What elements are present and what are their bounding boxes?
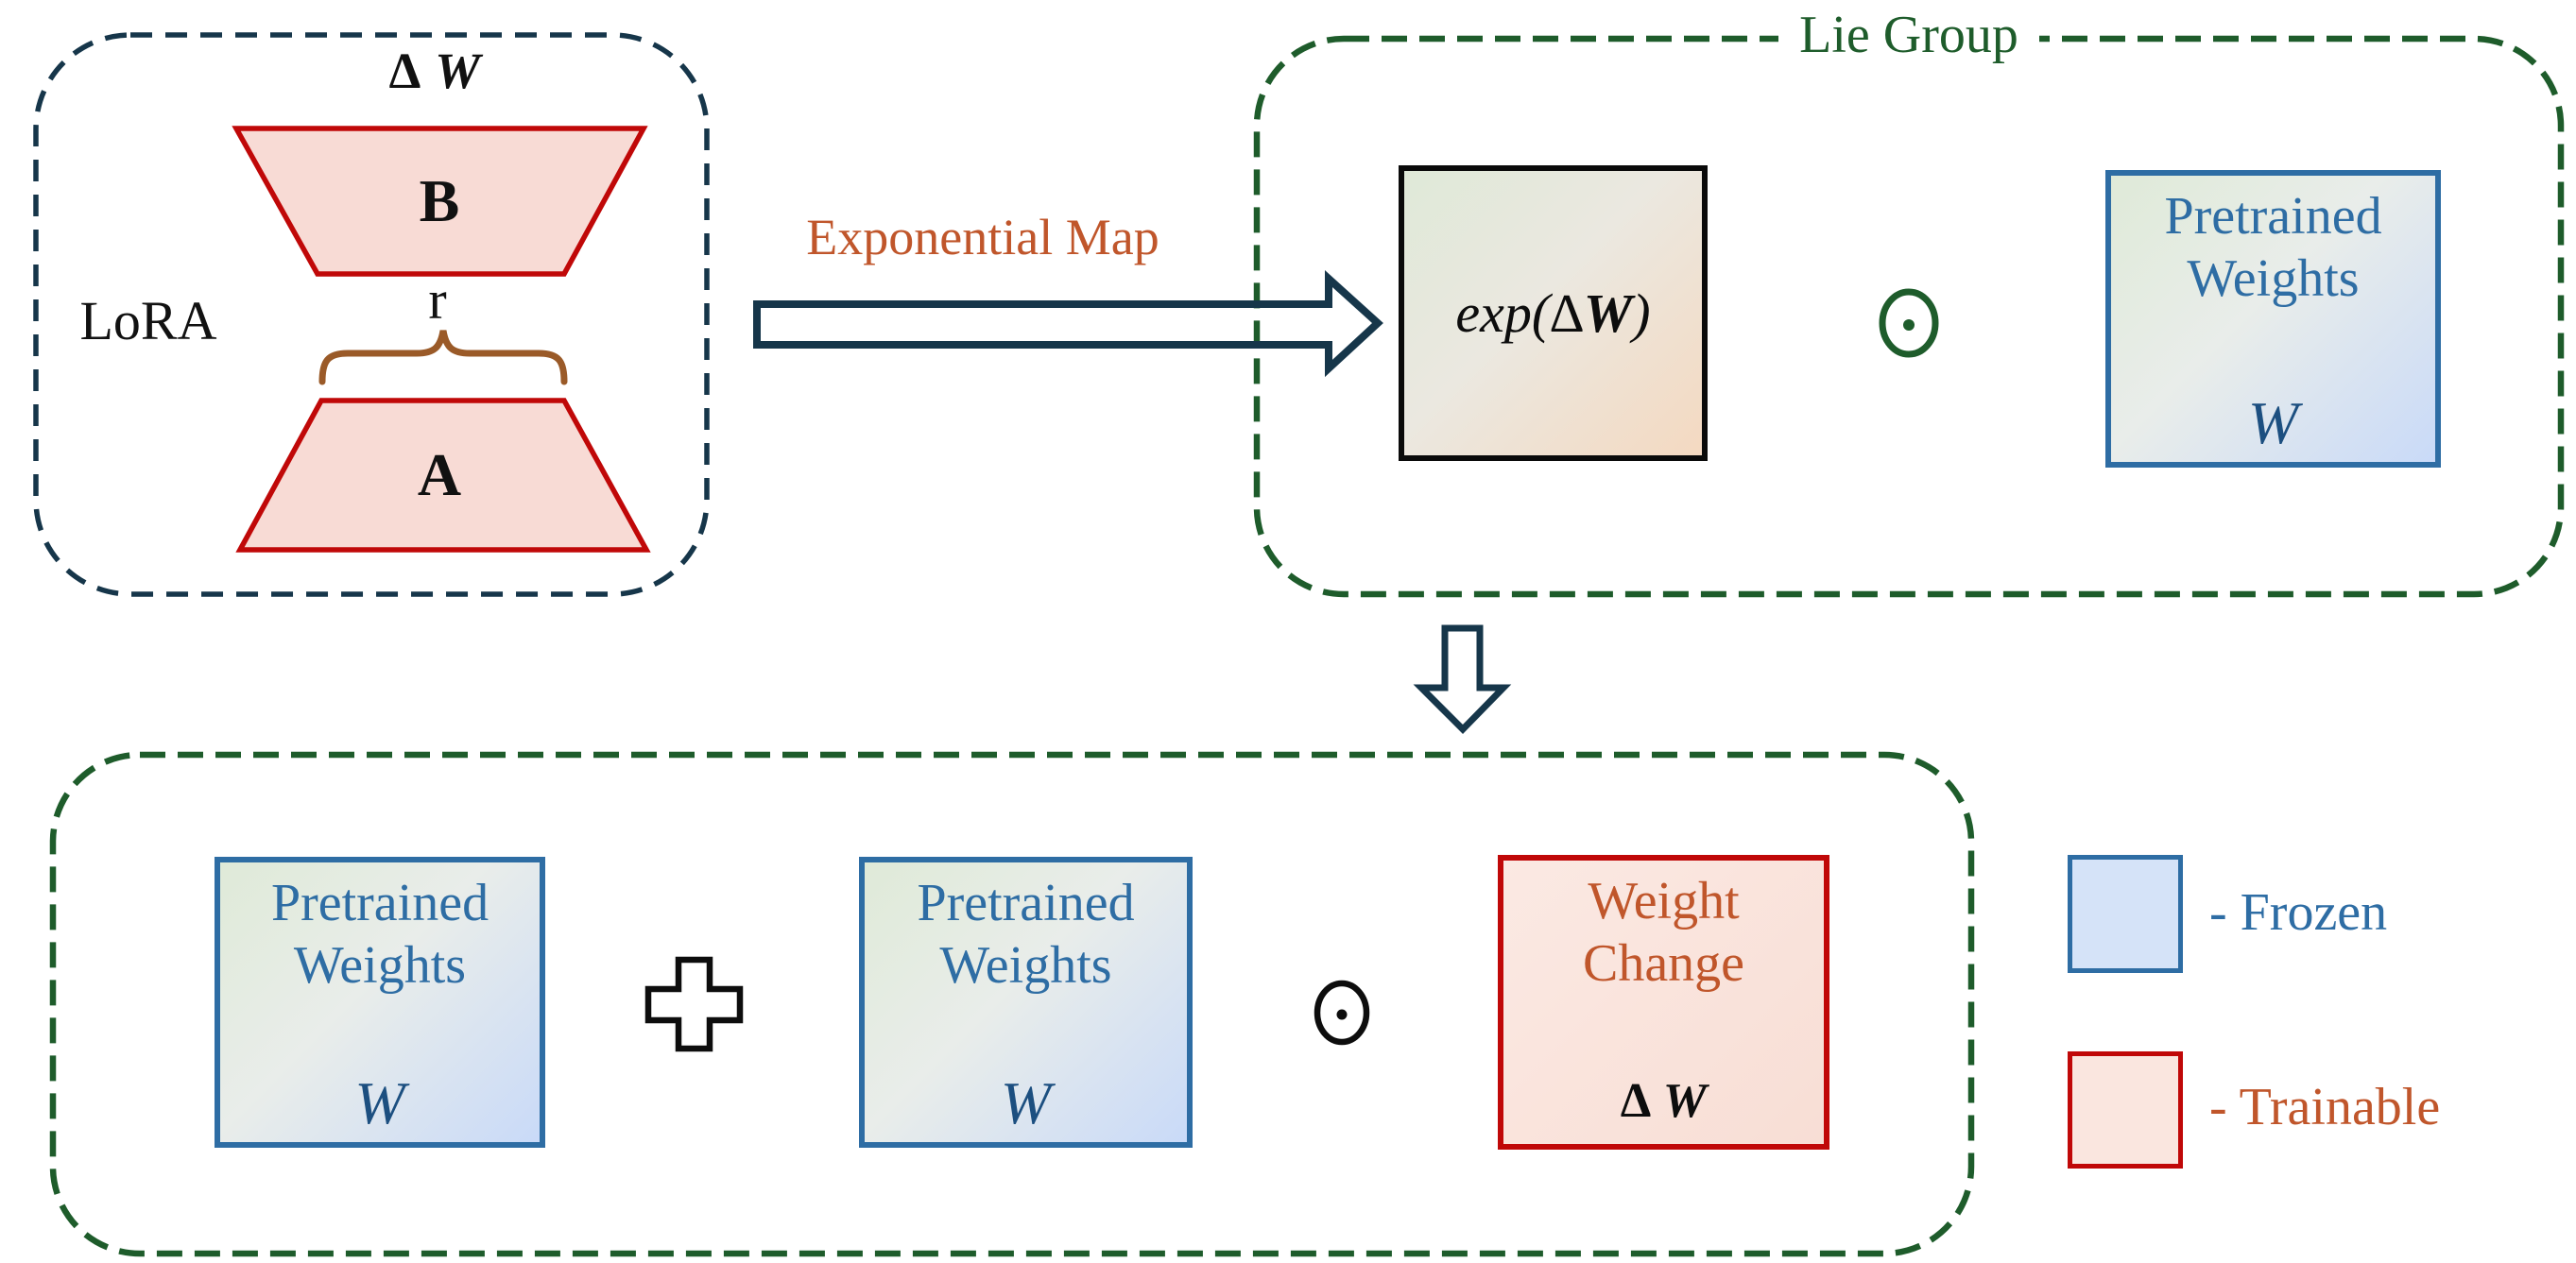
delta-w-symbol: ∆W xyxy=(1620,1074,1708,1128)
delta-glyph: ∆ xyxy=(388,43,421,99)
pretrained-line1: Pretrained xyxy=(2164,187,2382,246)
exponential-map-label: Exponential Map xyxy=(806,209,1159,265)
odot-green-icon xyxy=(1879,288,1939,358)
lie-group-title: Lie Group xyxy=(1743,4,2074,66)
rank-label: r xyxy=(428,269,447,331)
pretrained-line2: Weights xyxy=(939,936,1112,995)
right-arrow-icon xyxy=(753,269,1383,378)
weights-symbol: W xyxy=(1000,1069,1052,1136)
legend-trainable-swatch xyxy=(2068,1051,2183,1169)
legend-trainable-label: - Trainable xyxy=(2209,1078,2441,1136)
pretrained-weights-box-top: Pretrained Weights W xyxy=(2105,170,2441,468)
matrix-b-label: B xyxy=(419,167,460,234)
weights-symbol: W xyxy=(354,1069,405,1136)
legend-frozen-swatch xyxy=(2068,855,2183,973)
pretrained-line2: Weights xyxy=(2187,249,2360,308)
weight-change-line1: Weight xyxy=(1588,872,1740,930)
delta-w-label: ∆W xyxy=(331,42,539,100)
trapezoid-a xyxy=(235,398,651,553)
lie-group-box-outline xyxy=(1253,35,2565,598)
pretrained-line1: Pretrained xyxy=(270,874,489,932)
exp-delta-w-box: exp(∆W) xyxy=(1399,165,1708,461)
pretrained-line2: Weights xyxy=(293,936,467,995)
delta-w-letter: W xyxy=(435,43,481,99)
pretrained-line1: Pretrained xyxy=(917,874,1135,932)
result-box-outline xyxy=(49,751,1975,1257)
rank-brace-icon xyxy=(318,330,568,385)
weights-symbol: W xyxy=(2247,389,2299,456)
trapezoid-b xyxy=(232,126,648,277)
matrix-a-label: A xyxy=(417,441,462,508)
plus-icon xyxy=(644,956,744,1052)
exp-delta-w-expression: exp(∆W) xyxy=(1455,282,1651,344)
lora-box-outline xyxy=(33,32,710,597)
pretrained-weights-box-left: Pretrained Weights W xyxy=(215,857,545,1148)
down-arrow-icon xyxy=(1413,624,1512,734)
lora-title: LoRA xyxy=(79,290,217,351)
odot-black-icon xyxy=(1314,980,1370,1046)
legend-frozen-label: - Frozen xyxy=(2209,883,2388,942)
weight-change-box: Weight Change ∆W xyxy=(1498,855,1829,1150)
weight-change-line2: Change xyxy=(1582,934,1745,993)
pretrained-weights-box-right: Pretrained Weights W xyxy=(859,857,1193,1148)
